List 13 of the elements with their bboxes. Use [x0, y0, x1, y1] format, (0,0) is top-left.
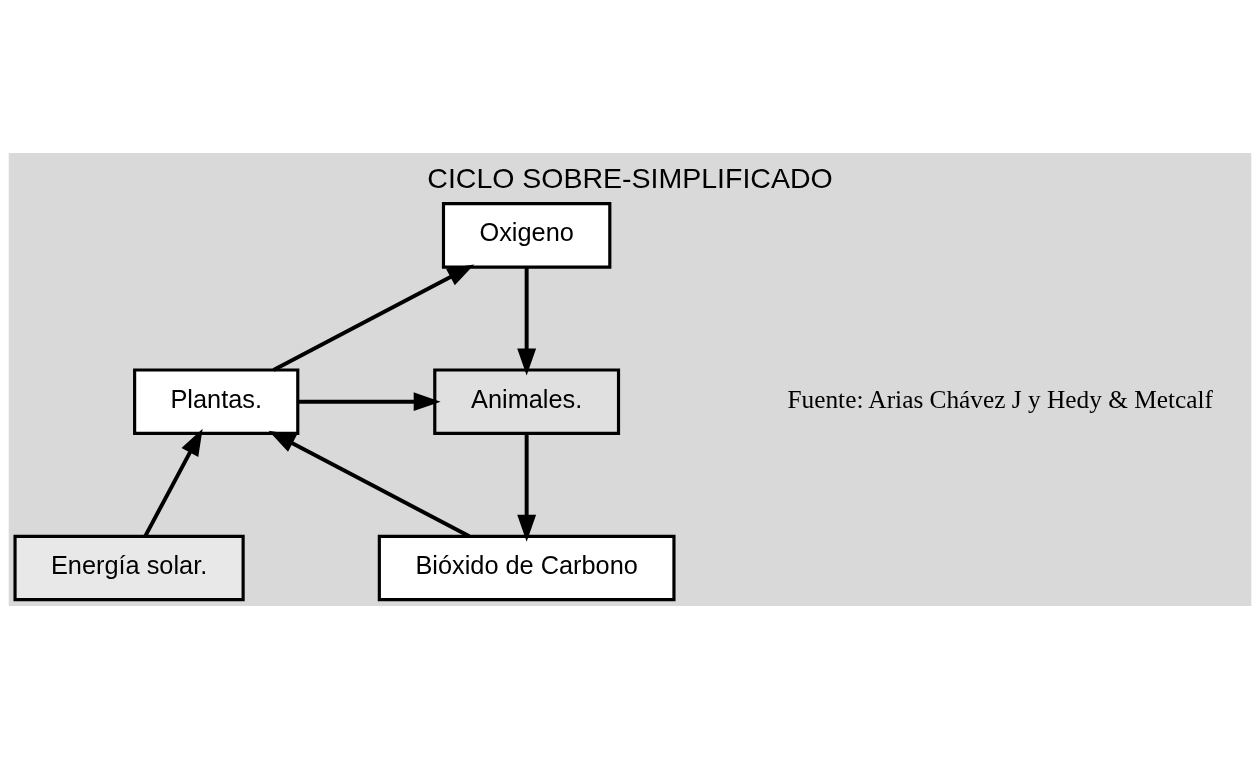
caption: Fuente: Arias Chávez J y Hedy & Metcalf [787, 384, 1214, 413]
node-box: Animales. [433, 368, 621, 435]
diagram-title: CICLO SOBRE-SIMPLIFICADO [427, 162, 833, 195]
arrow [268, 430, 471, 538]
arrow [517, 267, 537, 376]
arrow [143, 428, 203, 537]
node-box: Bióxido de Carbono [377, 534, 676, 602]
arrow [517, 433, 537, 542]
node-box: Oxigeno [441, 202, 612, 269]
arrow [298, 392, 441, 412]
node-box: Plantas. [133, 368, 300, 435]
arrow [272, 264, 475, 372]
node-box: Energía solar. [13, 534, 245, 602]
